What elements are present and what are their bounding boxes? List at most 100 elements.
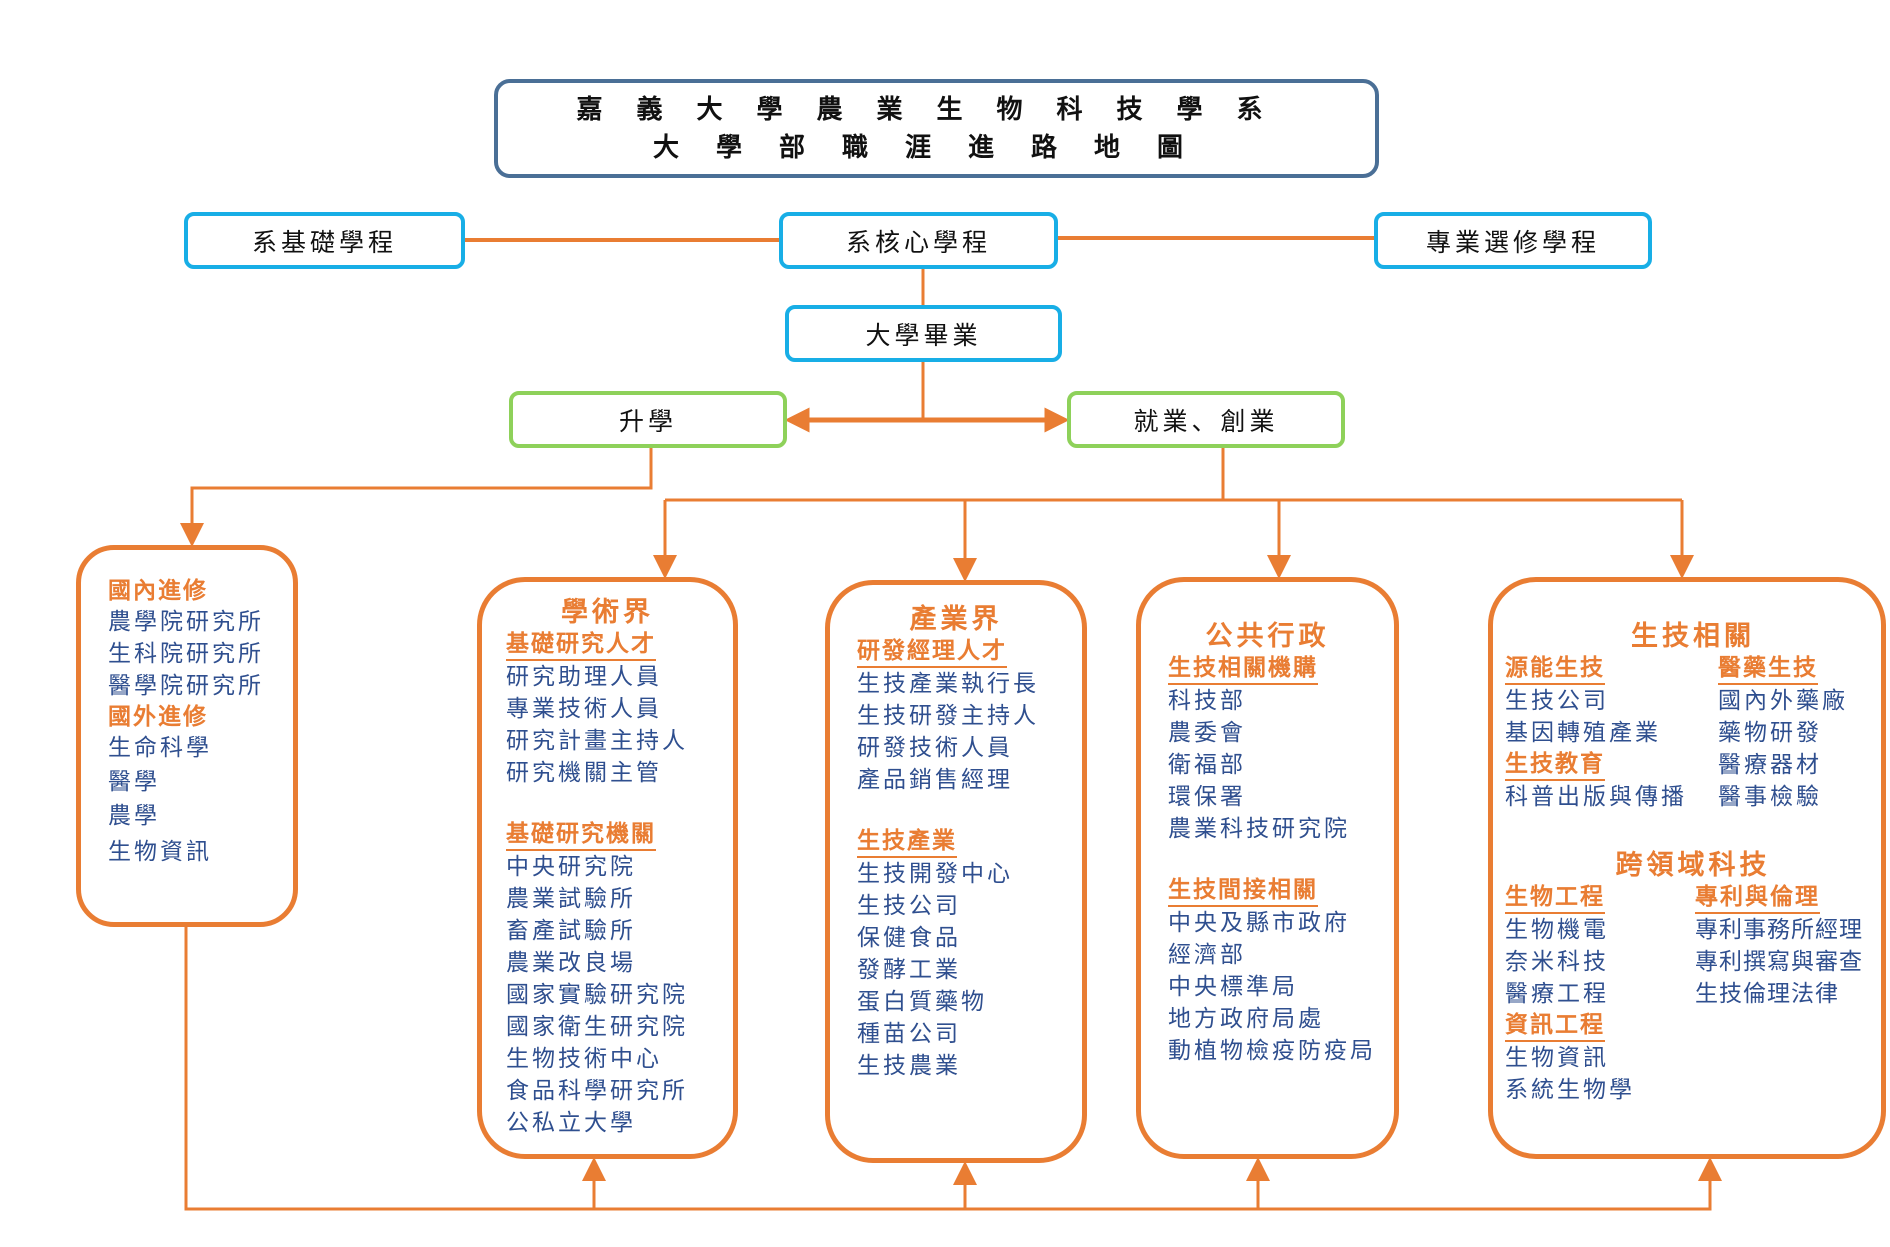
further-study-node: 升學 [509,391,787,448]
list-item: 科技部 [1168,688,1246,714]
employment-label: 就業、創業 [1133,406,1279,436]
list-item: 國家實驗研究院 [506,982,688,1008]
list-item: 生命科學 [108,735,212,761]
list-item: 中央標準局 [1168,974,1298,1000]
link-study-to-further [180,448,653,547]
academia-title: 學術界 [561,597,654,628]
list-item: 生物機電 [1505,917,1609,943]
list-item: 農委會 [1168,720,1246,746]
abroad-study-list: 生命科學 醫學 農學 生物資訊 [108,732,293,868]
abroad-study-heading: 國外進修 [108,703,208,730]
biotech-columns: 源能生技 生技公司 基因轉殖產業 生技教育 科普出版與傳播 醫藥生技 國內外藥廠… [1505,653,1881,813]
core-program-label: 系核心學程 [845,227,991,257]
list-item: 農學院研究所 [108,609,264,635]
list-item: 生技公司 [857,893,961,919]
list-item: 衛福部 [1168,752,1246,778]
public-indirect-group: 生技間接相關 中央及縣市政府 經濟部 中央標準局 地方政府局處 動植物檢疫防疫局 [1168,875,1394,1067]
list-item: 奈米科技 [1505,949,1609,975]
list-item: 生物資訊 [1505,1045,1609,1071]
industry-box: 產業界 研發經理人才 生技產業執行長 生技研發主持人 研發技術人員 產品銷售經理… [825,580,1087,1163]
pharma-biotech-heading: 醫藥生技 [1718,653,1818,685]
list-item: 農業科技研究院 [1168,816,1350,842]
list-item: 研究機關主管 [506,760,662,786]
title-line-1: 嘉義大學農業生物科技學系 [576,94,1297,125]
industry-biotech-group: 生技產業 生技開發中心 生技公司 保健食品 發酵工業 蛋白質藥物 種苗公司 生技… [857,826,1082,1082]
cross-domain-title: 跨領域科技 [1615,850,1771,881]
list-item: 科普出版與傳播 [1505,784,1687,810]
public-admin-title: 公共行政 [1205,621,1330,652]
list-item: 醫學院研究所 [108,673,264,699]
list-item: 醫療器材 [1718,752,1822,778]
list-item: 研究計畫主持人 [506,728,688,754]
list-item: 蛋白質藥物 [857,989,987,1015]
list-item: 經濟部 [1168,942,1246,968]
list-item: 系統生物學 [1505,1077,1635,1103]
list-item: 生技研發主持人 [857,703,1039,729]
list-item: 畜產試驗所 [506,918,636,944]
industry-talent-group: 研發經理人才 生技產業執行長 生技研發主持人 研發技術人員 產品銷售經理 [857,636,1082,796]
info-engineering-heading: 資訊工程 [1505,1010,1605,1042]
list-item: 發酵工業 [857,957,961,983]
list-item: 醫事檢驗 [1718,784,1822,810]
list-item: 國內外藥廠 [1718,688,1848,714]
biotech-box: 生技相關 源能生技 生技公司 基因轉殖產業 生技教育 科普出版與傳播 醫藥生技 … [1488,577,1886,1159]
list-item: 基因轉殖產業 [1505,720,1661,746]
elective-program-node: 專業選修學程 [1374,212,1652,269]
list-item: 動植物檢疫防疫局 [1168,1038,1376,1064]
list-item: 中央及縣市政府 [1168,910,1350,936]
industry-talent-heading: 研發經理人才 [857,636,1007,668]
list-item: 生技公司 [1505,688,1609,714]
list-item: 藥物研發 [1718,720,1822,746]
list-item: 國家衛生研究院 [506,1014,688,1040]
list-item: 專業技術人員 [506,696,662,722]
domestic-study-list: 農學院研究所 生科院研究所 醫學院研究所 [108,606,293,702]
list-item: 中央研究院 [506,854,636,880]
list-item: 農業改良場 [506,950,636,976]
graduation-label: 大學畢業 [865,320,982,350]
further-study-box: 國內進修 農學院研究所 生科院研究所 醫學院研究所 國外進修 生命科學 醫學 農… [76,545,298,927]
list-item: 生技產業執行長 [857,671,1039,697]
list-item: 保健食品 [857,925,961,951]
patent-ethics-heading: 專利與倫理 [1695,882,1820,914]
elective-program-label: 專業選修學程 [1425,227,1600,257]
list-item: 生技開發中心 [857,861,1013,887]
further-study-label: 升學 [618,406,677,436]
list-item: 醫學 [108,769,160,795]
chart-title-box: 嘉義大學農業生物科技學系 大學部職涯進路地圖 [494,79,1379,178]
list-item: 專利撰寫與審查 [1695,949,1863,975]
list-item: 研究助理人員 [506,664,662,690]
list-item: 產品銷售經理 [857,767,1013,793]
biotech-education-heading: 生技教育 [1505,749,1605,781]
energy-biotech-heading: 源能生技 [1505,653,1605,685]
academia-talent-heading: 基礎研究人才 [506,629,656,661]
public-direct-group: 生技相關機購 科技部 農委會 衛福部 環保署 農業科技研究院 [1168,653,1394,845]
list-item: 農學 [108,803,160,829]
list-item: 環保署 [1168,784,1246,810]
biotech-title: 生技相關 [1631,621,1755,652]
industry-biotech-heading: 生技產業 [857,826,957,858]
link-study-bottom [184,927,1722,1211]
list-item: 地方政府局處 [1168,1006,1324,1032]
list-item: 研發技術人員 [857,735,1013,761]
list-item: 生物資訊 [108,839,212,865]
public-indirect-heading: 生技間接相關 [1168,875,1318,907]
industry-title: 產業界 [909,604,1003,635]
list-item: 生科院研究所 [108,641,264,667]
foundation-program-node: 系基礎學程 [184,212,465,269]
list-item: 食品科學研究所 [506,1078,688,1104]
list-item: 醫療工程 [1505,981,1609,1007]
list-item: 生物技術中心 [506,1046,662,1072]
graduation-node: 大學畢業 [785,305,1062,362]
public-admin-box: 公共行政 生技相關機購 科技部 農委會 衛福部 環保署 農業科技研究院 生技間接… [1136,577,1399,1159]
public-direct-heading: 生技相關機購 [1168,653,1318,685]
list-item: 生技倫理法律 [1695,981,1839,1007]
list-item: 種苗公司 [857,1021,961,1047]
list-item: 公私立大學 [506,1110,636,1136]
list-item: 專利事務所經理 [1695,917,1863,943]
title-line-2: 大學部職涯進路地圖 [652,132,1220,163]
list-item: 農業試驗所 [506,886,636,912]
academia-talent-group: 基礎研究人才 研究助理人員 專業技術人員 研究計畫主持人 研究機關主管 [506,629,733,789]
academia-institution-group: 基礎研究機關 中央研究院 農業試驗所 畜產試驗所 農業改良場 國家實驗研究院 國… [506,819,733,1139]
foundation-program-label: 系基礎學程 [251,227,397,257]
